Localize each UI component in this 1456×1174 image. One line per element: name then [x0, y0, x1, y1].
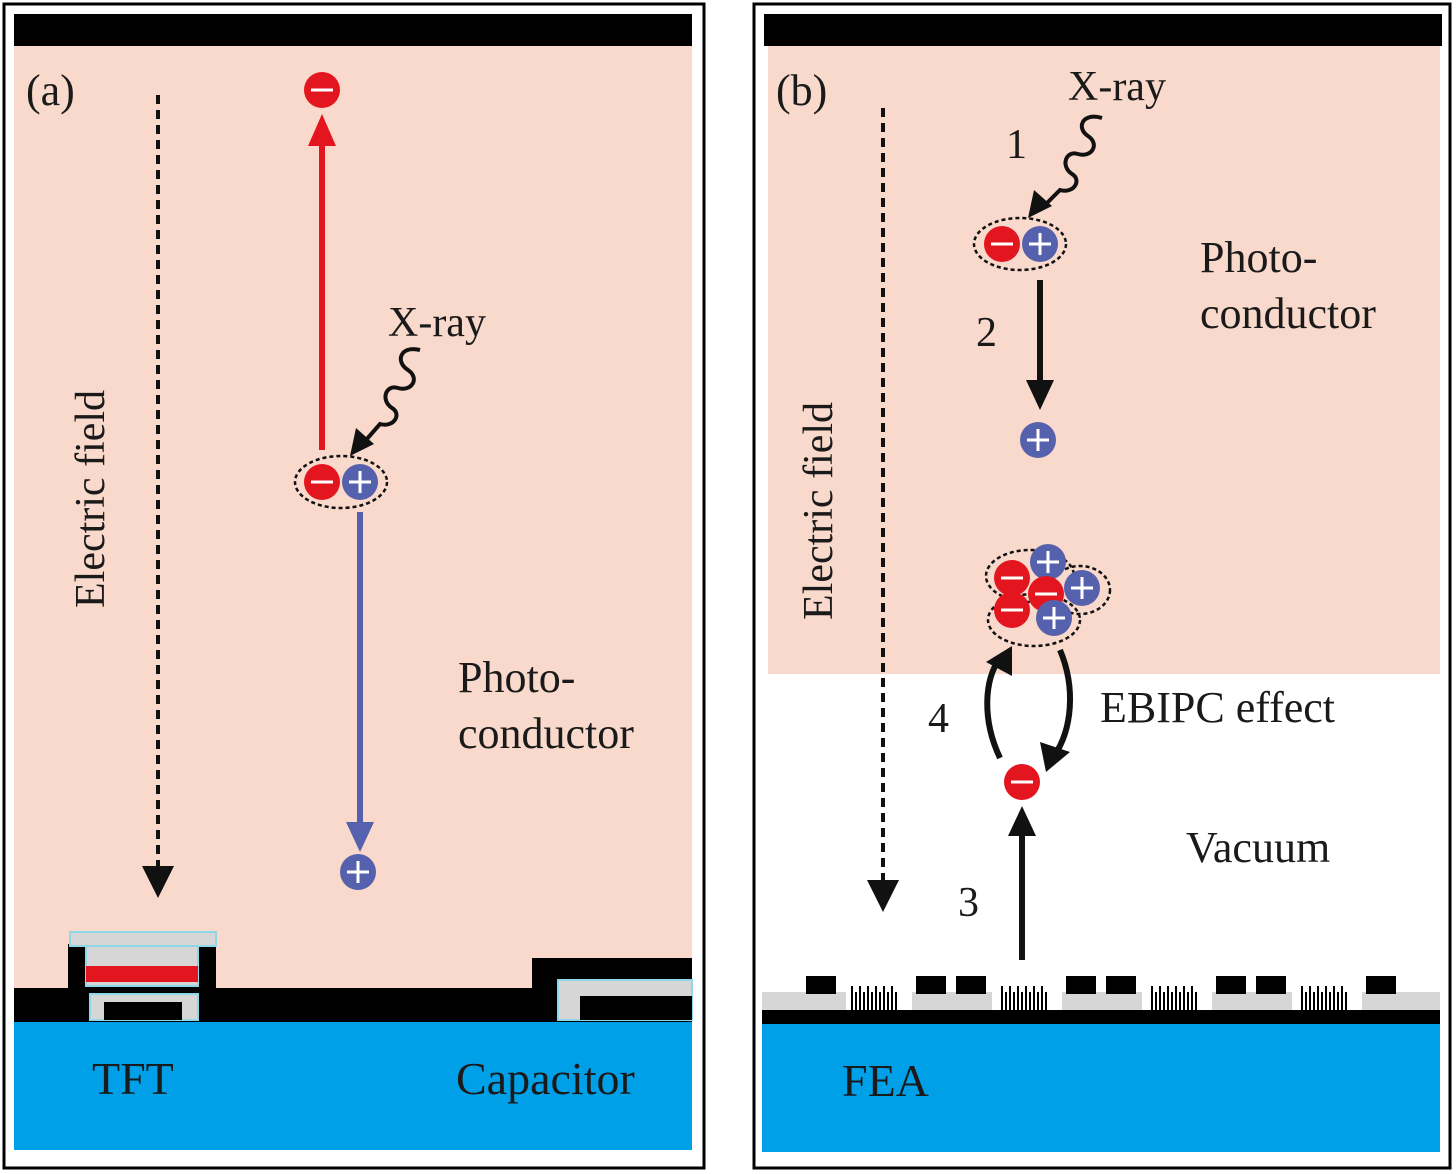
panel-a-photoconductor-label-1: Photo-	[458, 653, 575, 702]
panel-b-field-arrowhead	[867, 880, 899, 912]
electron-minus-icon	[302, 462, 342, 502]
panel-a: (a) Electric field X-ray Photo- conducto…	[2, 2, 706, 1170]
step-1-label: 1	[1006, 122, 1027, 168]
panel-a-photoconductor-label-2: conductor	[458, 709, 634, 758]
step-4-arrowhead-up	[986, 646, 1012, 676]
panel-b-xray-arrowhead	[1028, 190, 1052, 218]
electron-minus-icon	[1002, 762, 1042, 802]
vacuum-label: Vacuum	[1186, 823, 1330, 872]
step-4-arrow-down	[1051, 648, 1073, 758]
fea-emitter-tips	[851, 986, 1347, 1010]
capacitor-label: Capacitor	[456, 1053, 635, 1104]
electron-minus-icon	[982, 224, 1022, 264]
step-3-arrowhead	[1008, 806, 1036, 836]
ebipc-label: EBIPC effect	[1100, 683, 1335, 732]
tft-channel	[86, 966, 198, 982]
panel-a-electric-field-label: Electric field	[68, 390, 114, 608]
panel-b-electric-field-label: Electric field	[796, 402, 842, 620]
hole-plus-icon	[1020, 224, 1060, 264]
panel-a-xray-label: X-ray	[388, 300, 486, 346]
electron-minus-icon	[302, 70, 342, 110]
panel-a-field-arrowhead	[142, 866, 174, 898]
panel-a-electron-arrowhead	[308, 114, 336, 146]
panel-a-label: (a)	[26, 66, 75, 115]
fea-gate-layer	[762, 976, 1440, 1010]
xray-wave-icon	[364, 347, 421, 442]
electron-minus-icon	[992, 590, 1032, 630]
step-2-arrowhead	[1026, 380, 1054, 410]
hole-plus-icon	[340, 462, 380, 502]
ebipc-pair-cluster	[984, 542, 1112, 648]
hole-plus-icon	[1028, 542, 1068, 582]
panel-b-top-electrode	[764, 14, 1442, 46]
fea-base-layer	[762, 1010, 1440, 1024]
electron-minus-icon	[992, 558, 1032, 598]
panel-a-photoconductor	[14, 44, 692, 990]
fea-label: FEA	[842, 1055, 929, 1106]
panel-b-photoconductor-label-2: conductor	[1200, 289, 1376, 338]
panel-a-electron-hole-pair	[293, 454, 389, 510]
hole-plus-icon	[1062, 568, 1102, 608]
hole-plus-icon	[338, 852, 378, 892]
panel-b-photoconductor-label-1: Photo-	[1200, 233, 1317, 282]
panel-b-xray-label: X-ray	[1068, 64, 1166, 110]
hole-plus-icon	[1018, 420, 1058, 460]
step-2-label: 2	[976, 310, 997, 356]
panel-a-xray-arrowhead	[350, 428, 374, 456]
tft-label: TFT	[92, 1053, 174, 1104]
step-3-label: 3	[958, 880, 979, 926]
tft-structure	[69, 931, 217, 1021]
panel-a-hole-arrowhead	[346, 822, 374, 852]
panel-b-electron-hole-pair	[972, 216, 1068, 272]
panel-b: (b) Electric field X-ray 1 2 Photo- cond…	[752, 2, 1452, 1170]
panel-b-photoconductor	[768, 44, 1440, 674]
panel-b-label: (b)	[776, 66, 827, 115]
step-4-label: 4	[928, 696, 949, 742]
panel-a-top-electrode	[14, 14, 692, 46]
panel-a-substrate	[14, 1020, 692, 1150]
xray-wave-icon	[1044, 114, 1103, 206]
hole-plus-icon	[1034, 598, 1074, 638]
capacitor-structure	[557, 979, 693, 1021]
fea-substrate	[762, 1022, 1440, 1152]
step-4-arrowhead-down	[1040, 742, 1070, 772]
